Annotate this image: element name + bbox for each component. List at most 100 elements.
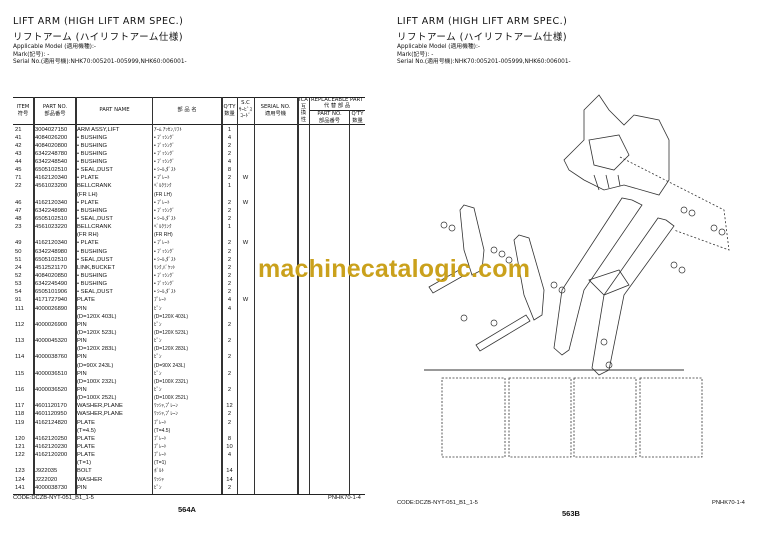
quantity: 2	[227, 175, 232, 182]
header-item-jp: 符号	[17, 110, 29, 117]
part-name: PLATE	[77, 435, 95, 442]
part-name: (D=120X 523L)	[77, 330, 117, 337]
part-number: 4512521170	[35, 264, 67, 271]
part-name: PLATE	[77, 297, 95, 304]
header-sc: S.C	[241, 100, 250, 106]
divider	[13, 97, 365, 98]
part-name-jp: ﾍﾞﾙｸﾗﾝｸ	[154, 183, 172, 190]
part-name-jp: ﾌﾟﾚｰﾄ	[154, 452, 167, 459]
item-number: 71	[15, 175, 22, 182]
part-name: (FR RH)	[77, 232, 99, 239]
part-number: 6342245490	[35, 281, 68, 288]
part-name-jp: ﾌﾟﾚｰﾄ	[154, 443, 167, 450]
part-name: (D=120X 403L)	[77, 313, 117, 320]
part-number: 4000026890	[35, 305, 68, 312]
part-number: 4162120340	[35, 175, 68, 182]
service-code: W	[242, 297, 249, 304]
part-name: • BUSHING	[77, 150, 108, 157]
part-number: 6342248980	[35, 207, 68, 214]
quantity: 1	[227, 183, 232, 190]
item-number: 112	[15, 321, 25, 328]
part-name: (FR LH)	[77, 191, 98, 198]
divider	[309, 110, 365, 111]
part-number: 4000036520	[35, 387, 68, 393]
quantity: 2	[227, 321, 232, 328]
part-name: (D=90X 243L)	[77, 362, 114, 369]
part-number: 4000045320	[35, 338, 68, 345]
item-number: 47	[15, 207, 22, 214]
part-number: J222020	[35, 476, 58, 483]
part-name: PIN	[77, 370, 87, 377]
part-name-jp: • ﾌﾞｯｼﾝｸﾞ	[154, 273, 175, 280]
part-name: • SEAL,DUST	[77, 256, 113, 263]
part-name-jp: ｱｰﾑ ｱｯｾﾝ,ﾘﾌﾄ	[154, 126, 182, 133]
part-name-jp: • ｼｰﾙ,ﾀﾞｽﾄ	[154, 289, 177, 296]
part-number: 6342248980	[35, 248, 68, 255]
quantity: 8	[227, 167, 232, 174]
part-name-jp: ﾎﾞﾙﾄ	[154, 468, 165, 475]
page-number-right: 563B	[562, 509, 580, 518]
part-name: PIN	[77, 338, 87, 345]
part-name-jp: • ﾌﾟﾚｰﾄ	[154, 199, 170, 206]
item-number: 46	[15, 199, 22, 206]
part-name: • BUSHING	[77, 159, 108, 166]
part-name: (T=1)	[77, 460, 92, 467]
table-row: (D=120X 283L)(D=120X 283L)	[13, 345, 365, 353]
item-number: 21	[15, 126, 22, 133]
page-title-en-right: LIFT ARM (HIGH LIFT ARM SPEC.)	[397, 16, 568, 27]
header-serial-jp: 適用号機	[264, 110, 287, 117]
item-number: 52	[15, 273, 22, 280]
part-name-jp: (D=120X 283L)	[154, 346, 189, 353]
part-number: 6505101906	[35, 289, 68, 296]
service-code: W	[242, 240, 249, 247]
table-row: (D=120X 403L)(D=120X 403L)	[13, 313, 365, 321]
quantity: 2	[227, 484, 232, 491]
item-number: 48	[15, 216, 22, 223]
part-name-jp: ﾌﾟﾚｰﾄ	[154, 419, 167, 426]
bucket-link-drawing	[428, 269, 464, 294]
part-name: WASHER,PLANE	[77, 411, 123, 418]
part-name: (D=100X 232L)	[77, 378, 117, 385]
part-name: ARM ASSY,LIFT	[77, 126, 120, 133]
part-name: BELLCRANK	[77, 224, 112, 231]
header-qty-jp: 数量	[224, 110, 235, 117]
part-name-jp: ﾌﾟﾚｰﾄ	[154, 435, 167, 442]
item-number: 113	[15, 338, 25, 345]
item-number: 115	[15, 370, 25, 377]
part-number: 4000036510	[35, 370, 68, 377]
exploded-parts-diagram	[424, 94, 730, 458]
lift-arm-drawing	[591, 217, 675, 376]
item-number: 114	[15, 354, 25, 361]
part-number: 4162120340	[35, 199, 68, 206]
item-number: 44	[15, 159, 22, 166]
table-row: (T=4.5)(T=4.5)	[13, 427, 365, 435]
code-left: CODE:DCZB-NYT-051_B1_1-5	[13, 495, 94, 501]
quantity: 4	[227, 297, 232, 304]
item-number: 123	[15, 468, 25, 475]
part-name: BELLCRANK	[77, 183, 112, 190]
table-row: (FR LH)(FR LH)	[13, 191, 365, 199]
part-number: 3004027150	[35, 126, 68, 133]
header-sc-jp: ｻｰﾋﾞｽ	[238, 106, 253, 113]
item-number: 24	[15, 264, 22, 271]
quantity: 2	[227, 256, 232, 263]
service-code: W	[242, 175, 249, 182]
header-replaceable-jp: 代 替 部 品	[323, 103, 351, 110]
quantity: 4	[227, 134, 232, 141]
header-rep-part-no: PART NO.	[317, 111, 342, 117]
header-ica-jp: 換	[300, 110, 307, 117]
part-name: PIN	[77, 484, 87, 491]
